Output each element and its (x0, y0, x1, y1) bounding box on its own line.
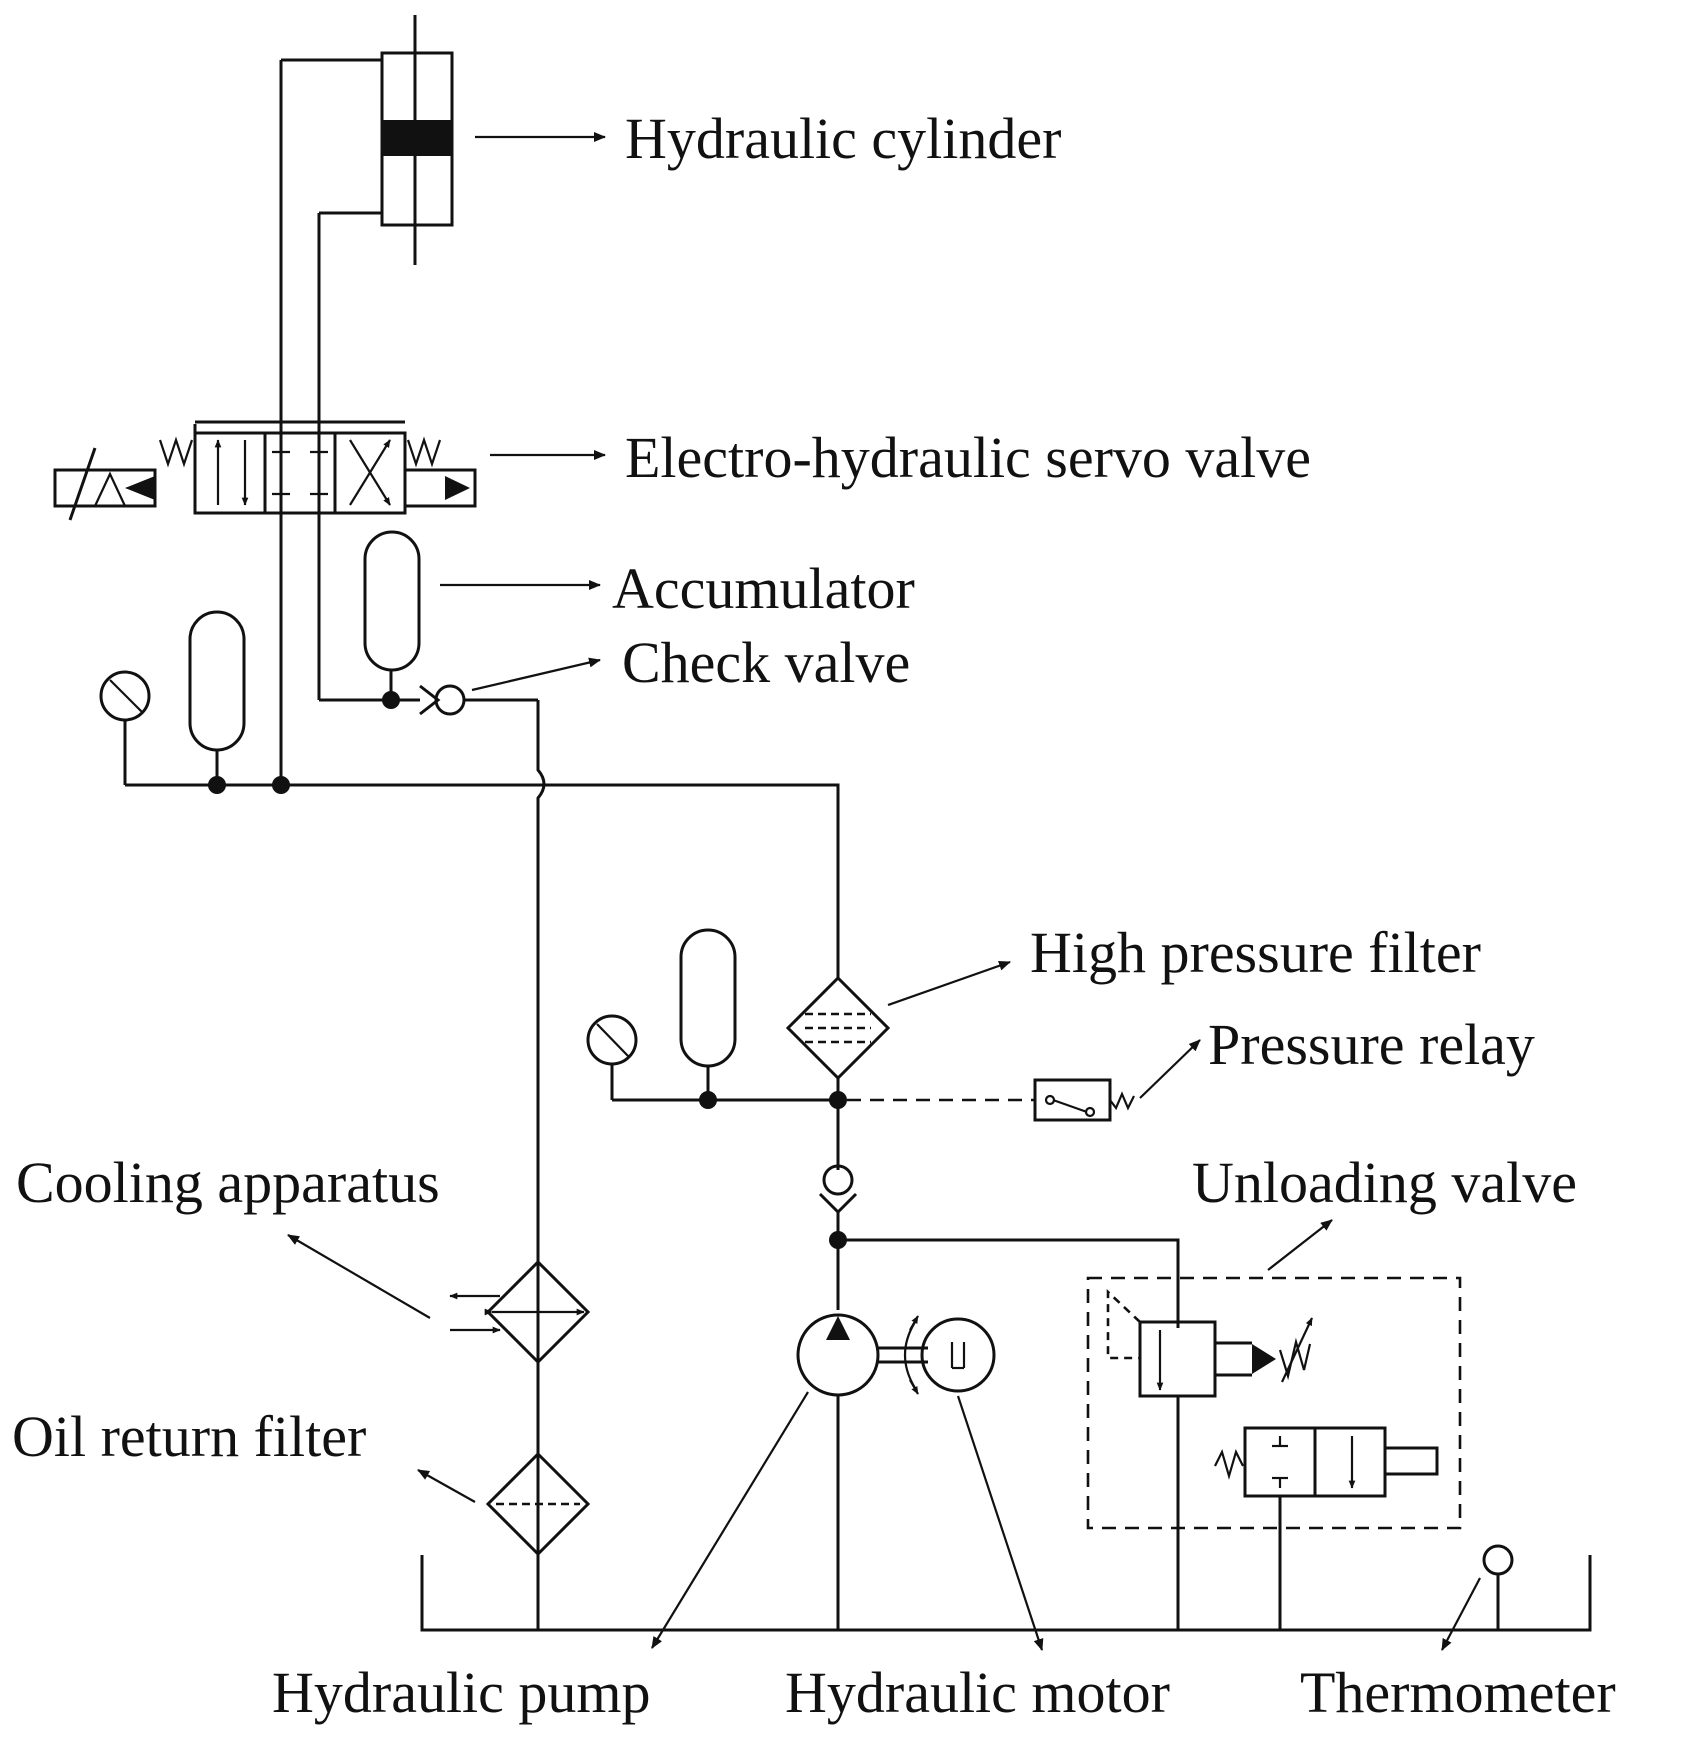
leader-arrow-hp-filter (887, 960, 1011, 1007)
leader-arrow-pressure-relay (1139, 1039, 1201, 1099)
unloading-valve (1086, 1276, 1462, 1630)
gauge-lower (586, 1014, 638, 1100)
cooling-apparatus (449, 1259, 591, 1365)
gauge-upper (99, 670, 151, 785)
leader-arrow-cooling (287, 1234, 431, 1319)
pressure-line (125, 783, 840, 978)
thermometer (1482, 1544, 1514, 1630)
label-pressure-relay: Pressure relay (1208, 1012, 1535, 1077)
label-thermometer: Thermometer (1300, 1660, 1616, 1725)
check-valve-lower (818, 1164, 858, 1215)
hydraulic-pump (796, 1313, 880, 1397)
leader-arrow-return-filter (417, 1469, 476, 1503)
junction (208, 776, 226, 794)
return-line (536, 700, 546, 1630)
label-cooling-apparatus: Cooling apparatus (16, 1150, 440, 1215)
high-pressure-filter (785, 975, 891, 1081)
junction (699, 1091, 717, 1109)
label-hydraulic-motor: Hydraulic motor (785, 1660, 1170, 1725)
junction (272, 776, 290, 794)
leader-arrow-unloading (1267, 1219, 1333, 1271)
label-high-pressure-filter: High pressure filter (1030, 920, 1481, 985)
accumulator-lower (679, 928, 737, 1100)
label-unloading-valve: Unloading valve (1192, 1150, 1577, 1215)
pump-motor-coupling (878, 1315, 928, 1395)
junction (382, 691, 400, 709)
label-hydraulic-cylinder: Hydraulic cylinder (625, 106, 1061, 171)
leader-arrow-thermometer (1441, 1577, 1481, 1651)
leader-arrow-motor (956, 1395, 1044, 1651)
junction (829, 1091, 847, 1109)
label-servo-valve: Electro-hydraulic servo valve (625, 425, 1311, 490)
check-valve-upper (419, 684, 538, 716)
hydraulic-motor (920, 1317, 996, 1393)
label-check-valve: Check valve (622, 630, 910, 695)
hydraulic-cylinder (281, 15, 454, 265)
pressure-relay (1033, 1078, 1135, 1122)
label-accumulator: Accumulator (612, 556, 915, 621)
unloading-feed (838, 1238, 1180, 1328)
label-oil-return-filter: Oil return filter (12, 1404, 366, 1469)
servo-valve (53, 60, 477, 785)
oil-tank (420, 1555, 1592, 1632)
oil-return-filter (485, 1451, 591, 1557)
accumulator-left (188, 610, 246, 785)
label-hydraulic-pump: Hydraulic pump (272, 1660, 651, 1725)
leader-arrow-check-valve (471, 657, 601, 692)
accumulator-upper (363, 530, 421, 700)
leader-arrow-pump (651, 1391, 809, 1649)
